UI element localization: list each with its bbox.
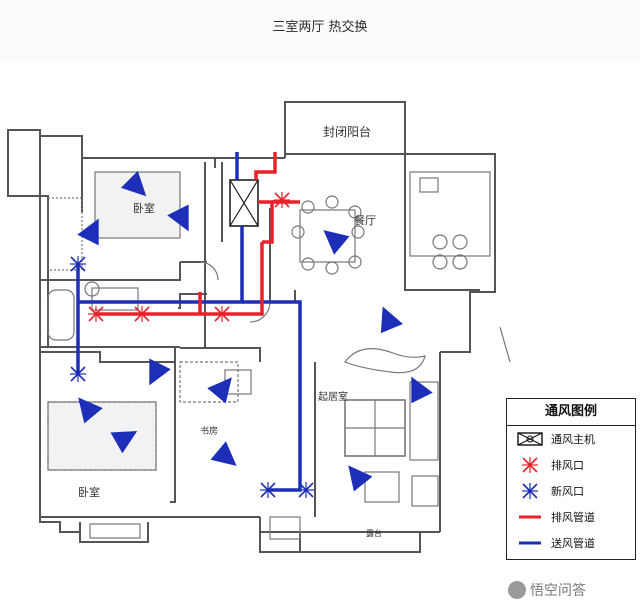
legend-item-exhaust-vent: 排风口 (507, 452, 635, 478)
label-terrace: 露台 (366, 528, 382, 538)
legend-item-supply-duct: 送风管道 (507, 530, 635, 556)
legend-item-exhaust-duct: 排风管道 (507, 504, 635, 530)
watermark: 悟空问答 (508, 580, 586, 600)
legend-label-fresh-vent: 新风口 (551, 485, 584, 498)
airflow-arrows (77, 170, 433, 492)
legend-label-exhaust-vent: 排风口 (551, 459, 584, 472)
exhaust-duct-line (519, 515, 541, 519)
label-bedroom-bottom: 卧室 (78, 485, 100, 499)
legend-item-fresh-vent: 新风口 (507, 478, 635, 504)
label-bedroom-top: 卧室 (133, 201, 155, 215)
legend-label-unit: 通风主机 (551, 433, 595, 446)
header-band (0, 0, 640, 62)
label-dining: 餐厅 (354, 213, 376, 227)
supply-ducts (76, 152, 302, 492)
ventilation-unit (229, 179, 259, 227)
label-study: 书房 (200, 425, 218, 437)
exhaust-vent-icon (521, 456, 539, 474)
supply-duct-line (519, 541, 541, 545)
legend: 通风图例 通风主机 排风口 新风口 排风管道 送风管道 (506, 398, 636, 560)
fresh-air-vent-icon (521, 482, 539, 500)
page-title: 三室两厅 热交换 (272, 20, 368, 35)
legend-label-exhaust-duct: 排风管道 (551, 511, 595, 524)
ventilation-unit-icon (517, 432, 543, 446)
exhaust-ducts (96, 152, 300, 316)
floor-plan: 卧室 封闭阳台 餐厅 起居室 书房 卧室 露台 (7, 101, 511, 553)
label-living: 起居室 (318, 390, 348, 403)
legend-item-unit: 通风主机 (507, 426, 635, 452)
label-balcony: 封闭阳台 (323, 124, 371, 139)
fixtures (47, 171, 511, 540)
watermark-text: 悟空问答 (530, 583, 586, 599)
walls (7, 101, 496, 553)
wukong-logo-icon (508, 581, 526, 599)
legend-title: 通风图例 (507, 399, 635, 426)
legend-label-supply-duct: 送风管道 (551, 537, 595, 550)
